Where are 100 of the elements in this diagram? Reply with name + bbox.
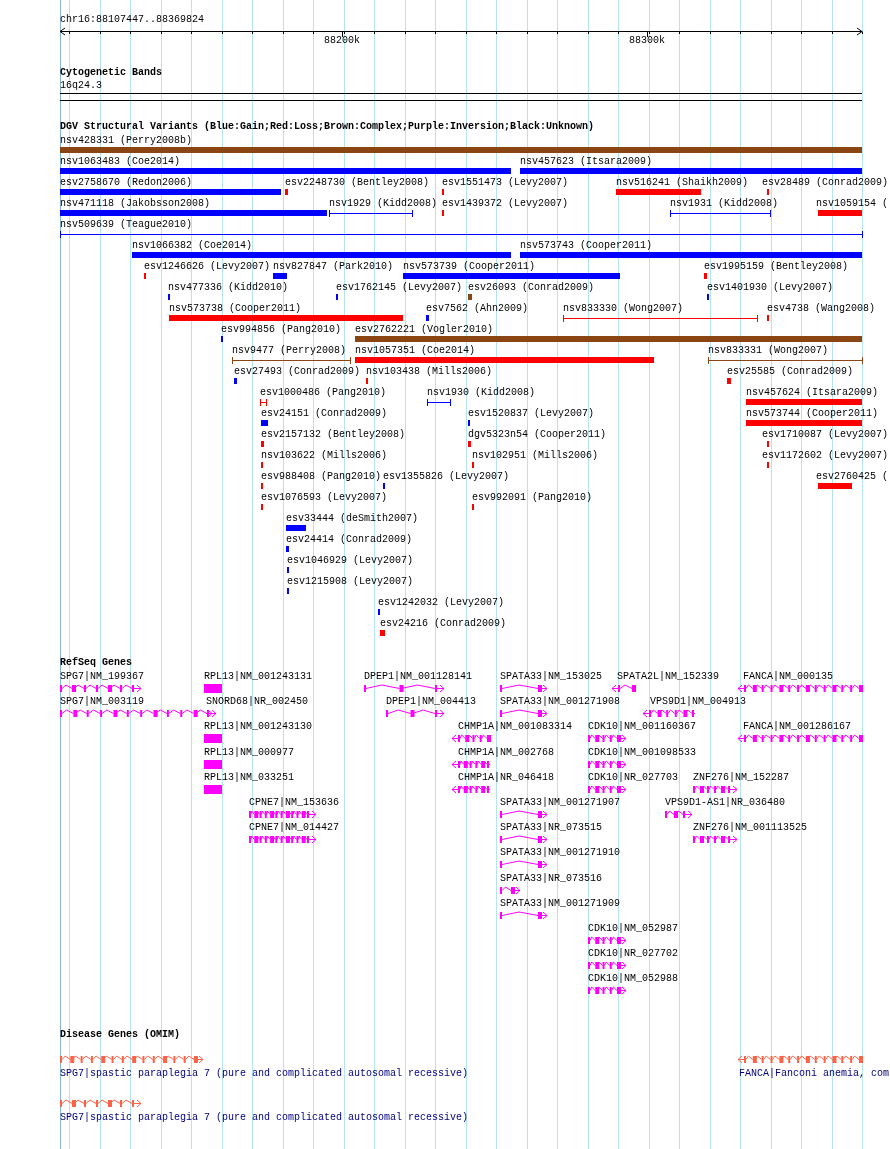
- feature-label: CHMP1A|NR_046418: [458, 772, 554, 783]
- track-title: Disease Genes (OMIM): [60, 1029, 181, 1040]
- feature-label: CDK10|NR_027703: [588, 772, 678, 783]
- feature-label: esv994856 (Pang2010): [221, 324, 342, 335]
- feature-label: nsv1057351 (Coe2014): [355, 345, 476, 356]
- feature-label: VPS9D1-AS1|NR_036480: [665, 797, 786, 808]
- feature-label: esv1710087 (Levy2007): [762, 429, 889, 440]
- feature-label: dgv5323n54 (Cooper2011): [468, 429, 607, 440]
- feature-label: SPATA33|NM_001271909: [500, 898, 621, 909]
- feature-label: CPNE7|NM_014427: [249, 822, 339, 833]
- feature-label: esv1995159 (Bentley2008): [704, 261, 849, 272]
- feature-label: ZNF276|NM_001113525: [693, 822, 808, 833]
- feature-label: nsv509639 (Teague2010): [60, 219, 193, 230]
- feature-label: esv1439372 (Levy2007): [442, 198, 569, 209]
- feature-label: esv33444 (deSmith2007): [286, 513, 419, 524]
- feature-label: nsv428331 (Perry2008b): [60, 135, 193, 146]
- feature-label: esv1762145 (Levy2007): [336, 282, 463, 293]
- feature-label: nsv1929 (Kidd2008): [329, 198, 438, 209]
- feature-label: nsv573744 (Cooper2011): [746, 408, 879, 419]
- feature-label: nsv457623 (Itsara2009): [520, 156, 653, 167]
- feature-label: nsv102951 (Mills2006): [472, 450, 599, 461]
- feature-label: esv27493 (Conrad2009): [234, 366, 361, 377]
- feature-label: nsv1063483 (Coe2014): [60, 156, 181, 167]
- feature-label: nsv471118 (Jakobsson2008): [60, 198, 211, 209]
- feature-label: esv24151 (Conrad2009): [261, 408, 388, 419]
- feature-label: CDK10|NM_052987: [588, 923, 678, 934]
- feature-label: nsv833330 (Wong2007): [563, 303, 684, 314]
- feature-label: SPATA33|NM_153025: [500, 671, 603, 682]
- feature-label: SPATA33|NM_001271908: [500, 696, 621, 707]
- feature-label: RPL13|NM_001243130: [204, 721, 313, 732]
- feature-label: nsv573738 (Cooper2011): [169, 303, 302, 314]
- feature-label: CDK10|NM_001160367: [588, 721, 697, 732]
- feature-label: CHMP1A|NM_002768: [458, 747, 554, 758]
- feature-label: FANCA|Fanconi anemia, com: [739, 1068, 890, 1079]
- feature-label: esv1215908 (Levy2007): [287, 576, 414, 587]
- feature-label: nsv827847 (Park2010): [273, 261, 394, 272]
- feature-label: DPEP1|NM_004413: [386, 696, 476, 707]
- feature-label: nsv103438 (Mills2006): [366, 366, 493, 377]
- feature-label: nsv457624 (Itsara2009): [746, 387, 879, 398]
- feature-label: esv1046929 (Levy2007): [287, 555, 414, 566]
- feature-label: DPEP1|NM_001128141: [364, 671, 473, 682]
- feature-label: esv1000486 (Pang2010): [260, 387, 387, 398]
- feature-label: VPS9D1|NM_004913: [650, 696, 746, 707]
- feature-label: nsv1059154 (: [816, 198, 888, 209]
- axis-label: 88300k: [629, 35, 665, 46]
- feature-label: FANCA|NM_001286167: [743, 721, 852, 732]
- feature-label: esv1246626 (Levy2007): [144, 261, 271, 272]
- feature-label: nsv573739 (Cooper2011): [403, 261, 536, 272]
- feature-label: CPNE7|NM_153636: [249, 797, 339, 808]
- feature-label: ZNF276|NM_152287: [693, 772, 789, 783]
- feature-label: SPG7|NM_003119: [60, 696, 144, 707]
- feature-label: esv24414 (Conrad2009): [286, 534, 413, 545]
- feature-label: esv2762221 (Vogler2010): [355, 324, 494, 335]
- feature-label: CDK10|NM_052988: [588, 973, 678, 984]
- feature-label: SPATA2L|NM_152339: [617, 671, 720, 682]
- feature-label: SPATA33|NR_073516: [500, 873, 603, 884]
- feature-label: CDK10|NR_027702: [588, 948, 678, 959]
- feature-label: esv1355826 (Levy2007): [383, 471, 510, 482]
- feature-label: esv992091 (Pang2010): [472, 492, 593, 503]
- feature-label: esv4738 (Wang2008): [767, 303, 876, 314]
- feature-label: SNORD68|NR_002450: [206, 696, 309, 707]
- feature-label: esv26093 (Conrad2009): [468, 282, 595, 293]
- axis-label: chr16:88107447..88369824: [60, 14, 205, 25]
- feature-label: SPATA33|NM_001271910: [500, 847, 621, 858]
- feature-label: esv1401930 (Levy2007): [707, 282, 834, 293]
- feature-label: SPG7|spastic paraplegia 7 (pure and complicated autosomal recessive): [60, 1112, 469, 1123]
- feature-label: CDK10|NM_001098533: [588, 747, 697, 758]
- feature-label: nsv1066382 (Coe2014): [132, 240, 253, 251]
- feature-label: SPG7|NM_199367: [60, 671, 144, 682]
- feature-label: RPL13|NM_001243131: [204, 671, 313, 682]
- feature-label: esv1076593 (Levy2007): [261, 492, 388, 503]
- feature-label: esv1172602 (Levy2007): [762, 450, 889, 461]
- track-title: RefSeq Genes: [60, 657, 132, 668]
- feature-label: nsv833331 (Wong2007): [708, 345, 829, 356]
- feature-label: nsv477336 (Kidd2010): [168, 282, 289, 293]
- feature-label: esv2248730 (Bentley2008): [285, 177, 430, 188]
- feature-label: SPATA33|NR_073515: [500, 822, 603, 833]
- feature-label: esv24216 (Conrad2009): [380, 618, 507, 629]
- feature-label: esv2157132 (Bentley2008): [261, 429, 406, 440]
- feature-label: esv28489 (Conrad2009): [762, 177, 889, 188]
- feature-label: SPATA33|NM_001271907: [500, 797, 621, 808]
- feature-label: nsv9477 (Perry2008): [232, 345, 347, 356]
- feature-label: nsv1931 (Kidd2008): [670, 198, 779, 209]
- feature-label: FANCA|NM_000135: [743, 671, 833, 682]
- feature-label: esv1551473 (Levy2007): [442, 177, 569, 188]
- feature-label: esv988408 (Pang2010): [261, 471, 382, 482]
- feature-label: esv1520837 (Levy2007): [468, 408, 595, 419]
- track-title: DGV Structural Variants (Blue:Gain;Red:Loss;Brown:Complex;Purple:Inversion;Black:Unknown): [60, 121, 595, 132]
- feature-label: nsv1930 (Kidd2008): [427, 387, 536, 398]
- band-label: 16q24.3: [60, 80, 102, 91]
- feature-label: esv2758670 (Redon2006): [60, 177, 193, 188]
- track-title: Cytogenetic Bands: [60, 67, 163, 78]
- feature-label: RPL13|NM_000977: [204, 747, 294, 758]
- feature-label: esv7562 (Ahn2009): [426, 303, 529, 314]
- feature-label: esv25585 (Conrad2009): [727, 366, 854, 377]
- axis-label: 88200k: [324, 35, 360, 46]
- feature-label: nsv516241 (Shaikh2009): [616, 177, 749, 188]
- feature-label: nsv103622 (Mills2006): [261, 450, 388, 461]
- feature-label: nsv573743 (Cooper2011): [520, 240, 653, 251]
- feature-label: SPG7|spastic paraplegia 7 (pure and complicated autosomal recessive): [60, 1068, 469, 1079]
